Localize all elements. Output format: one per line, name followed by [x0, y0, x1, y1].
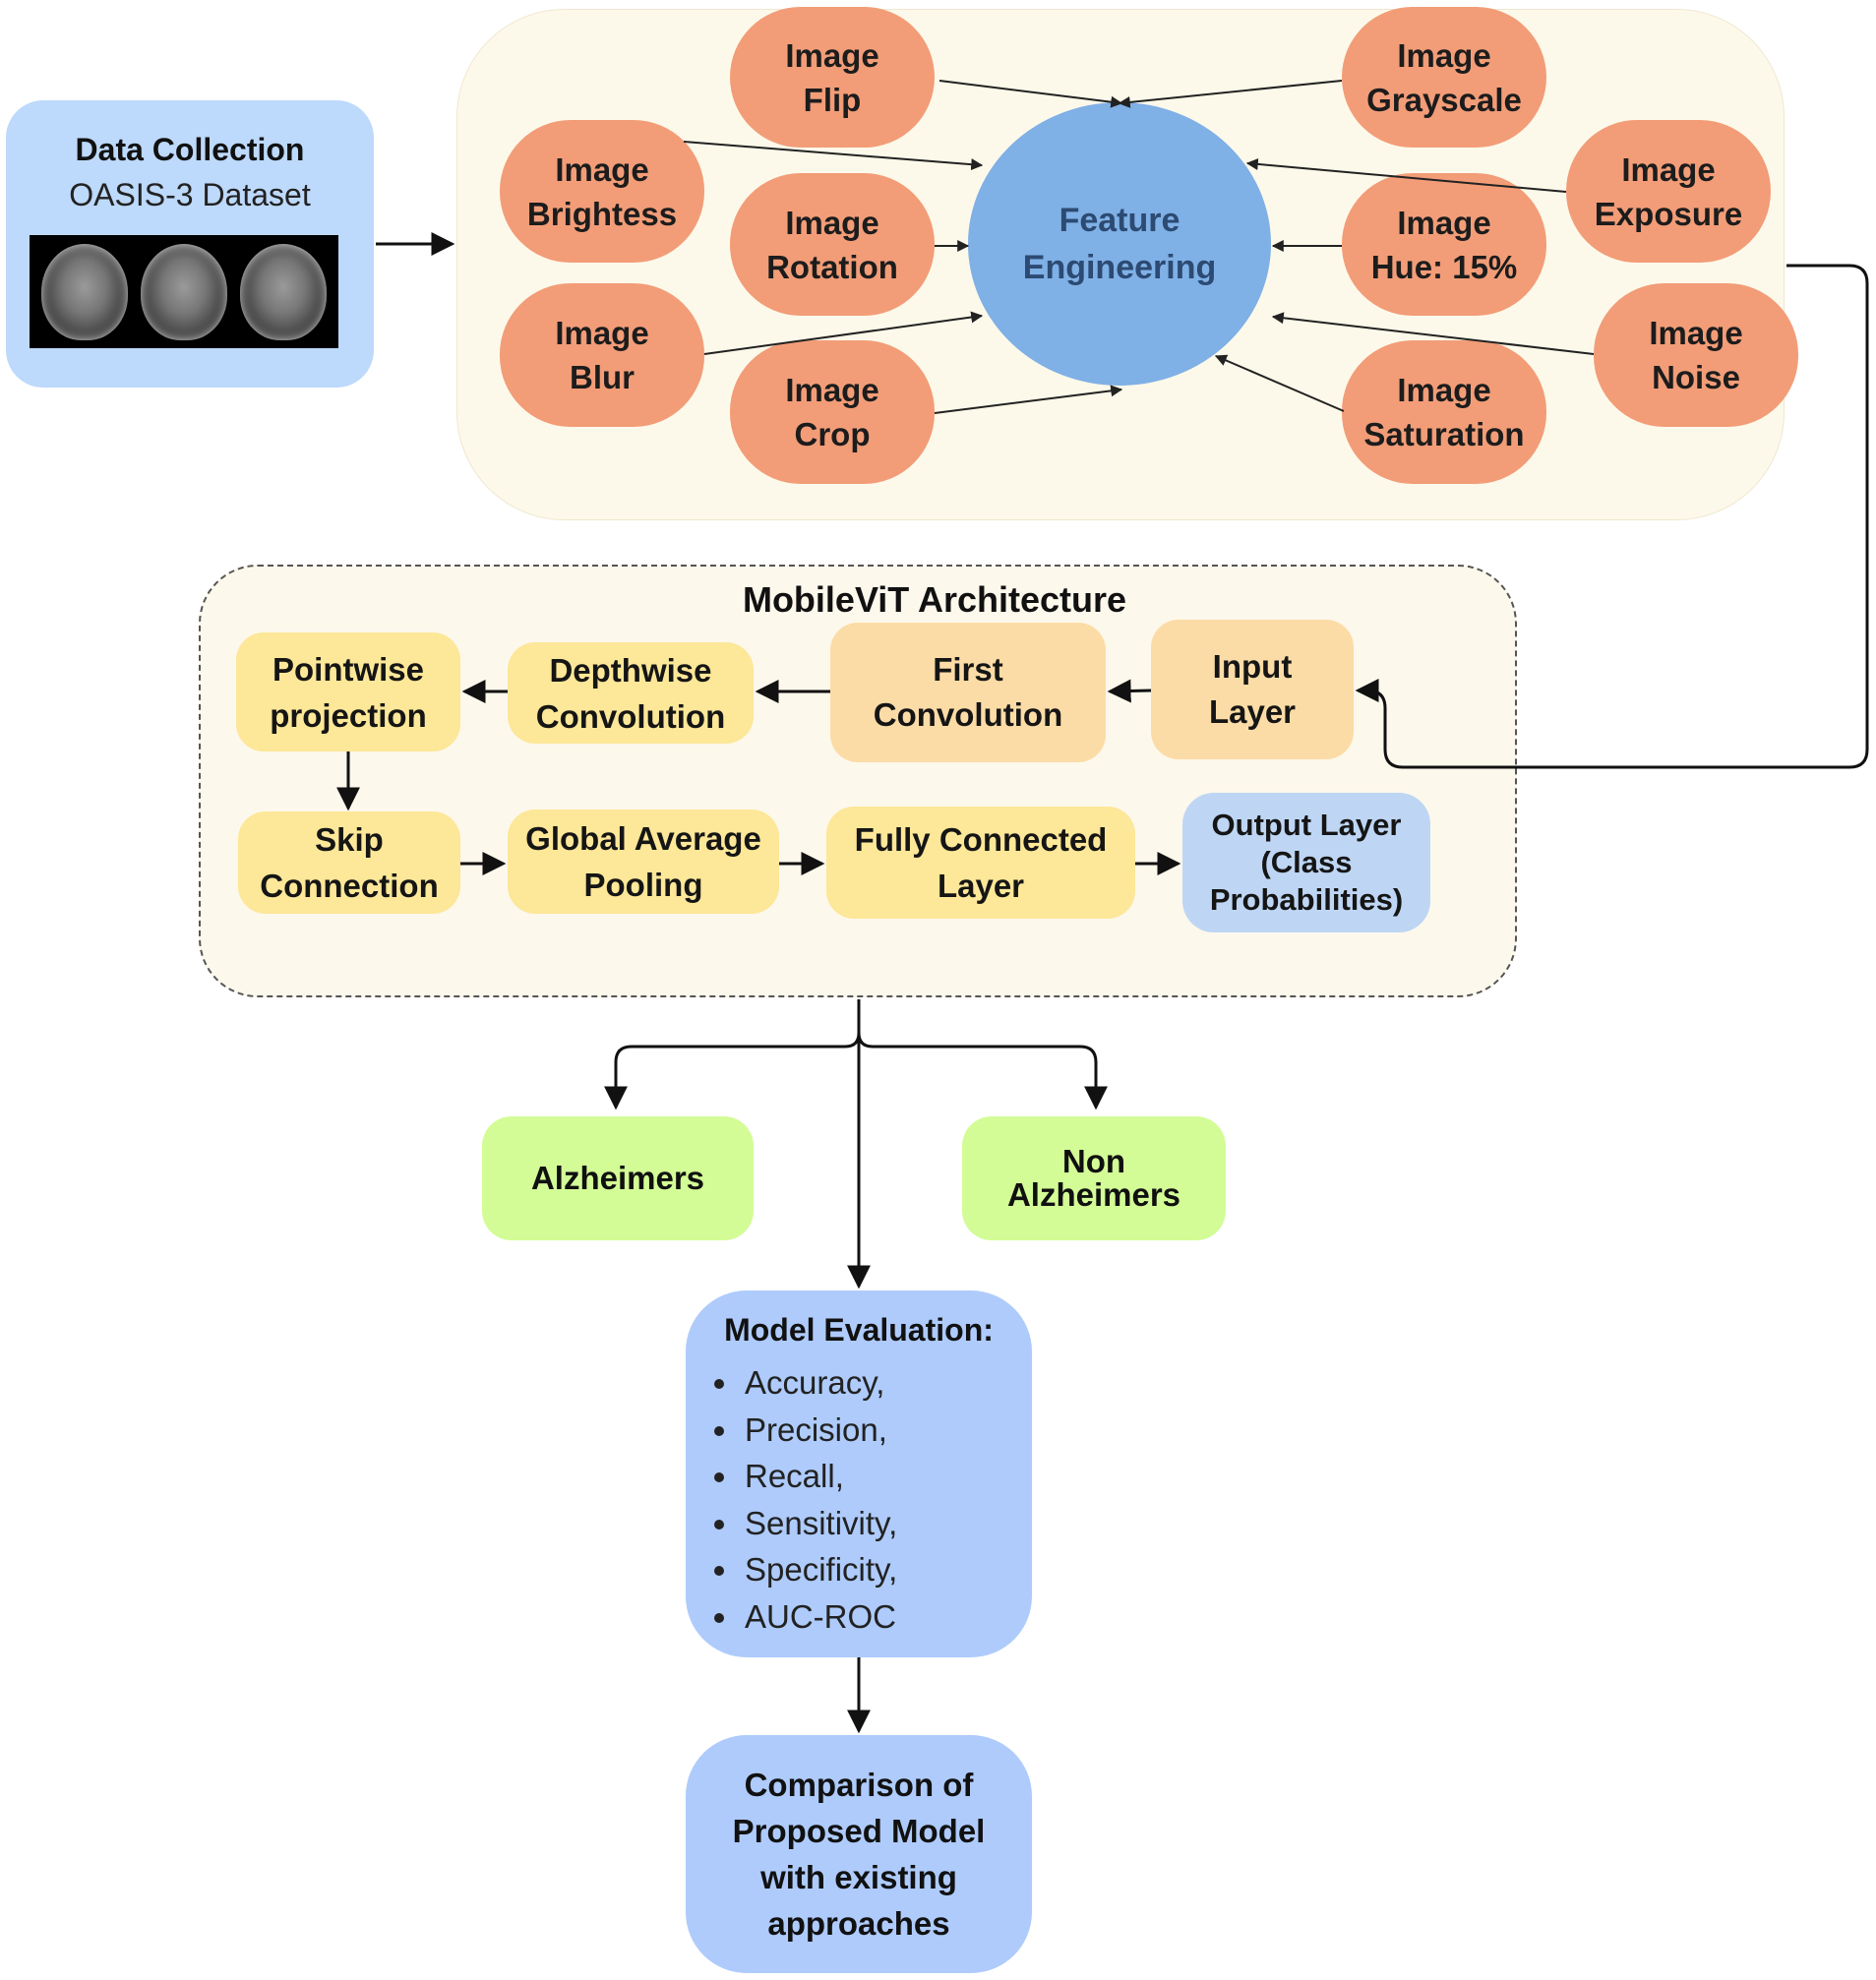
- node-label: Image: [785, 204, 879, 241]
- image-saturation-node: Image Saturation: [1342, 340, 1546, 484]
- node-label: projection: [270, 696, 427, 734]
- dataset-name: OASIS-3 Dataset: [69, 176, 311, 212]
- node-label: Noise: [1652, 359, 1740, 395]
- node-label: with existing: [760, 1859, 957, 1895]
- node-label: Layer: [1208, 693, 1297, 730]
- mri-scan: [37, 241, 133, 342]
- arrow-input-to-first-conv: [1107, 679, 1152, 703]
- arrow-arch-to-non-alzheimers: [857, 1032, 1108, 1110]
- node-label: Layer: [937, 868, 1025, 904]
- image-hue-node: Image Hue: 15%: [1342, 173, 1546, 316]
- node-label: Grayscale: [1366, 81, 1522, 118]
- image-noise-node: Image Noise: [1594, 283, 1798, 427]
- image-grayscale-node: Image Grayscale: [1342, 7, 1546, 148]
- node-label: Rotation: [766, 248, 898, 285]
- depthwise-convolution-box: Depthwise Convolution: [508, 642, 754, 744]
- arrow-grayscale-to-fe: [1118, 80, 1343, 108]
- node-label: Image: [1397, 204, 1491, 241]
- node-label: Probabilities): [1209, 882, 1404, 917]
- pointwise-projection-box: Pointwise projection: [236, 632, 460, 751]
- node-label: Pooling: [583, 867, 703, 903]
- arrow-arch-to-alzheimers: [604, 999, 861, 1110]
- node-label: First: [933, 651, 1003, 688]
- node-label: Proposed Model: [732, 1813, 986, 1849]
- node-label: approaches: [767, 1905, 950, 1942]
- image-rotation-node: Image Rotation: [730, 173, 935, 316]
- arrow-fe-to-input-layer: [1355, 264, 1869, 769]
- node-label: Image: [785, 372, 879, 408]
- model-evaluation-box: Model Evaluation: Accuracy, Precision, R…: [686, 1290, 1032, 1657]
- data-collection-title: Data Collection: [75, 131, 305, 167]
- node-label: Input: [1212, 648, 1293, 685]
- mri-scan: [137, 241, 232, 342]
- arrow-brightness-to-fe: [683, 141, 984, 171]
- arrow-saturation-to-fe: [1214, 354, 1345, 412]
- metric-item: Recall,: [741, 1453, 1032, 1500]
- node-label: Global Average: [525, 820, 761, 857]
- node-label: Non: [1061, 1143, 1126, 1179]
- arrow-exposure-to-fe: [1245, 157, 1567, 193]
- node-label: Image: [1621, 150, 1716, 188]
- image-crop-node: Image Crop: [730, 340, 935, 484]
- evaluation-metrics-list: Accuracy, Precision, Recall, Sensitivity…: [686, 1359, 1032, 1640]
- metric-item: AUC-ROC: [741, 1593, 1032, 1641]
- arrow-noise-to-fe: [1271, 312, 1595, 355]
- alzheimers-outcome-box: Alzheimers: [482, 1116, 754, 1240]
- node-label: Hue: 15%: [1370, 248, 1518, 285]
- node-label: (Class: [1260, 845, 1353, 879]
- node-label: Image: [555, 150, 649, 188]
- image-blur-node: Image Blur: [500, 283, 704, 427]
- node-label: Convolution: [873, 696, 1063, 733]
- node-label: Alzheimers: [1006, 1176, 1181, 1213]
- output-layer-box: Output Layer (Class Probabilities): [1182, 793, 1430, 932]
- node-label: Output Layer: [1211, 808, 1402, 842]
- node-label: Image: [1397, 36, 1491, 74]
- node-label: Brightess: [526, 195, 678, 232]
- image-brightness-node: Image Brightess: [500, 120, 704, 263]
- node-label: Convolution: [535, 697, 726, 735]
- fully-connected-layer-box: Fully Connected Layer: [826, 807, 1135, 919]
- feature-engineering-node: Feature Engineering: [968, 102, 1271, 386]
- image-flip-node: Image Flip: [730, 7, 935, 148]
- node-label: Image: [1397, 372, 1491, 408]
- node-label: Blur: [570, 359, 635, 395]
- node-label: Feature: [1059, 202, 1180, 239]
- node-label: Skip: [315, 821, 384, 858]
- global-average-pooling-box: Global Average Pooling: [508, 810, 779, 914]
- node-label: Depthwise: [549, 651, 712, 689]
- node-label: Saturation: [1363, 416, 1525, 452]
- skip-connection-box: Skip Connection: [238, 811, 460, 914]
- node-label: Alzheimers: [530, 1160, 705, 1196]
- arrow-crop-to-fe: [934, 385, 1123, 414]
- node-label: Image: [1649, 315, 1743, 351]
- architecture-title: MobileViT Architecture: [742, 579, 1127, 620]
- arrow-flip-to-fe: [938, 80, 1123, 108]
- metric-item: Sensitivity,: [741, 1500, 1032, 1547]
- node-label: Flip: [803, 81, 862, 118]
- metric-item: Precision,: [741, 1407, 1032, 1454]
- node-label: Pointwise: [272, 650, 425, 688]
- node-label: Fully Connected: [854, 821, 1108, 858]
- node-label: Image: [555, 315, 649, 351]
- node-label: Comparison of: [744, 1767, 974, 1803]
- node-label: Exposure: [1594, 195, 1743, 232]
- node-label: Engineering: [1022, 249, 1217, 286]
- non-alzheimers-outcome-box: Non Alzheimers: [962, 1116, 1226, 1240]
- image-exposure-node: Image Exposure: [1566, 120, 1771, 263]
- node-label: Connection: [260, 868, 439, 904]
- data-collection-box: Data Collection OASIS-3 Dataset: [6, 100, 374, 388]
- node-label: Image: [785, 36, 879, 74]
- comparison-box: Comparison of Proposed Model with existi…: [686, 1735, 1032, 1973]
- arrow-blur-to-fe: [703, 311, 984, 355]
- mri-scan: [235, 241, 331, 342]
- mri-scan-images: [30, 235, 338, 348]
- model-evaluation-title: Model Evaluation:: [724, 1312, 994, 1348]
- first-convolution-box: First Convolution: [830, 623, 1106, 762]
- node-label: Crop: [794, 416, 871, 452]
- metric-item: Specificity,: [741, 1546, 1032, 1593]
- metric-item: Accuracy,: [741, 1359, 1032, 1407]
- input-layer-box: Input Layer: [1151, 620, 1354, 759]
